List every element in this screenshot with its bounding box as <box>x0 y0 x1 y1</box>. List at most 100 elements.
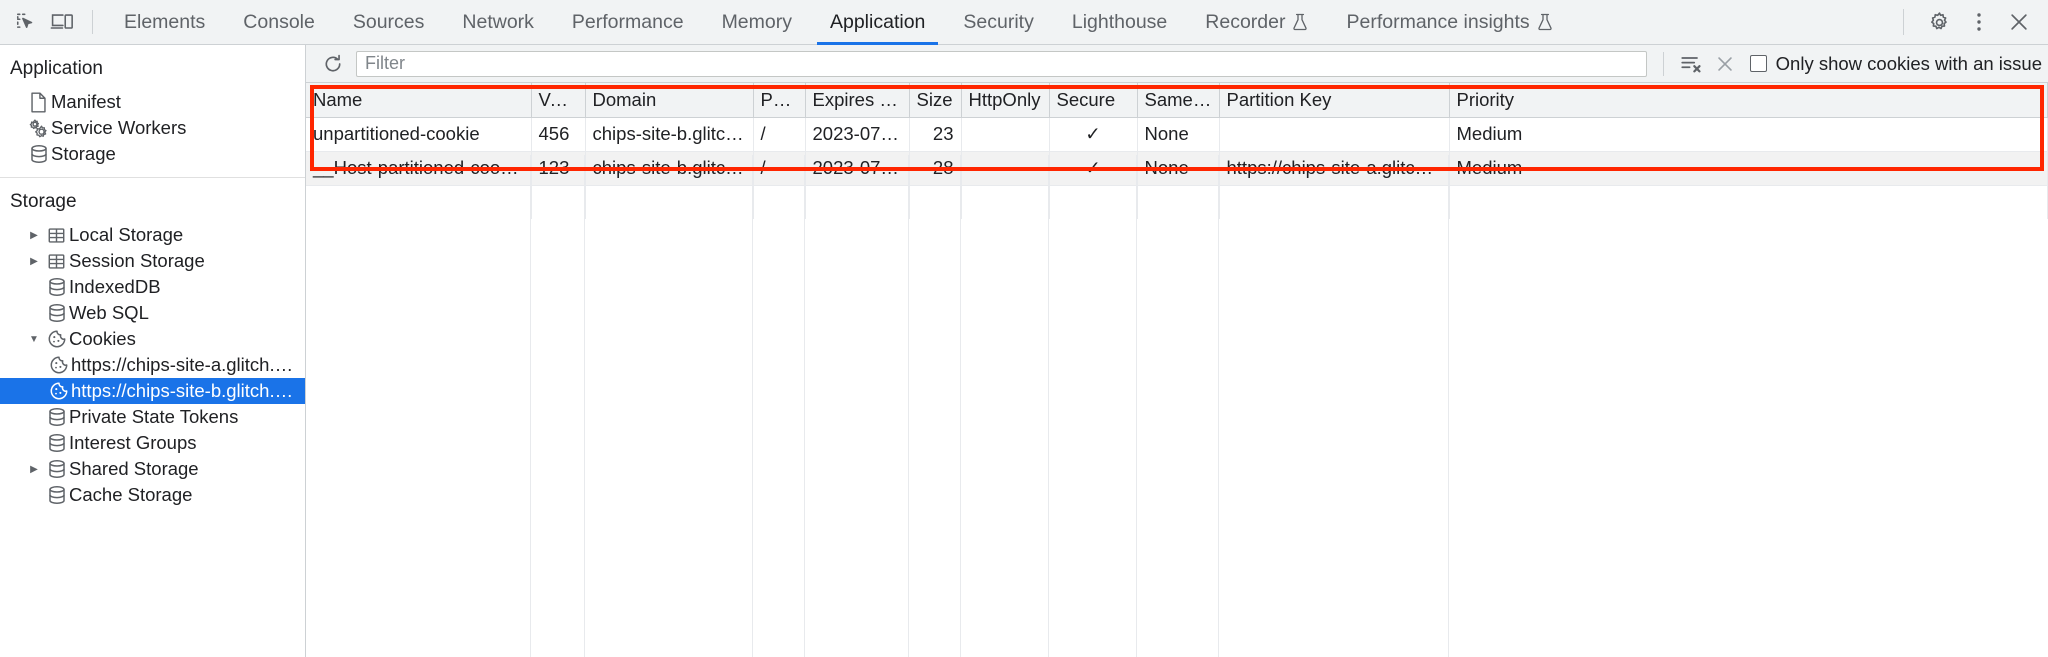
inspect-element-icon[interactable] <box>8 5 44 39</box>
only-show-issues-label[interactable]: Only show cookies with an issue <box>1775 52 2042 74</box>
chevron-right-icon[interactable]: ▶ <box>30 255 38 267</box>
cookies-table-container: Name Value Domain Path Expires / M… Size… <box>306 83 2048 657</box>
sidebar-section-title-storage: Storage <box>10 191 77 212</box>
tab-label: Lighthouse <box>1071 10 1168 33</box>
table-row[interactable]: unpartitioned-cookie 456 chips-site-b.gl… <box>306 117 2048 152</box>
cell-value: 456 <box>531 117 586 152</box>
tab-memory[interactable]: Memory <box>703 0 811 45</box>
chevron-right-icon[interactable]: ▶ <box>30 463 38 475</box>
cell-name: unpartitioned-cookie <box>306 117 532 152</box>
column-header-expires[interactable]: Expires / M… <box>805 83 910 118</box>
column-header-domain[interactable]: Domain <box>585 83 754 118</box>
tab-recorder[interactable]: Recorder <box>1186 0 1327 45</box>
cookie-icon <box>46 381 71 401</box>
tab-elements[interactable]: Elements <box>105 0 224 45</box>
tab-label: Memory <box>721 10 792 33</box>
table-icon <box>44 252 69 271</box>
panel-tabs: Elements Console Sources Network Perform… <box>105 0 1572 45</box>
sidebar-item-label: IndexedDB <box>69 276 161 297</box>
cell-path: / <box>753 117 806 152</box>
toolbar-divider <box>1903 9 1904 35</box>
database-icon <box>44 277 69 297</box>
cookie-icon <box>44 329 69 349</box>
sidebar-item-label: Session Storage <box>69 250 205 271</box>
clear-filtered-cookies-icon[interactable] <box>1674 48 1708 80</box>
chevron-right-icon[interactable]: ▶ <box>30 229 38 241</box>
sidebar-item-interest-groups[interactable]: Interest Groups <box>0 430 305 456</box>
column-header-samesite[interactable]: SameSite <box>1137 83 1220 118</box>
table-icon <box>44 226 69 245</box>
sidebar-item-session-storage[interactable]: ▶ Session Storage <box>0 248 305 274</box>
gears-icon <box>26 118 51 139</box>
sidebar-item-label: Cookies <box>69 328 136 349</box>
tab-security[interactable]: Security <box>944 0 1052 45</box>
table-empty-area <box>306 155 2048 657</box>
sidebar-item-cookies-chips-site-a[interactable]: https://chips-site-a.glitch.me <box>0 352 305 378</box>
clear-all-cookies-icon[interactable] <box>1708 48 1742 80</box>
sidebar-item-service-workers[interactable]: Service Workers <box>0 115 305 141</box>
cookies-panel: Only show cookies with an issue Name Val… <box>306 45 2048 657</box>
tab-console[interactable]: Console <box>224 0 334 45</box>
sidebar-item-label: Private State Tokens <box>69 406 239 427</box>
sidebar-item-label: Manifest <box>51 91 121 112</box>
tab-sources[interactable]: Sources <box>334 0 444 45</box>
column-header-size[interactable]: Size <box>909 83 962 118</box>
column-header-httponly[interactable]: HttpOnly <box>961 83 1050 118</box>
settings-gear-icon[interactable] <box>1920 3 1958 41</box>
only-show-issues-control[interactable]: Only show cookies with an issue <box>1749 52 2042 75</box>
cell-expires: 2023-07-07… <box>805 117 910 152</box>
sidebar-item-cookies[interactable]: ▼ Cookies <box>0 326 305 352</box>
sidebar-item-indexeddb[interactable]: IndexedDB <box>0 274 305 300</box>
document-icon <box>26 91 51 113</box>
sidebar-item-storage[interactable]: Storage <box>0 141 305 167</box>
experiment-flask-icon <box>1292 13 1308 31</box>
sidebar-item-local-storage[interactable]: ▶ Local Storage <box>0 222 305 248</box>
tab-application[interactable]: Application <box>811 0 944 45</box>
sidebar-item-shared-storage[interactable]: ▶ Shared Storage <box>0 456 305 482</box>
only-show-issues-checkbox[interactable] <box>1749 55 1767 72</box>
sidebar-item-private-state-tokens[interactable]: Private State Tokens <box>0 404 305 430</box>
tab-label: Security <box>963 10 1034 33</box>
cell-priority: Medium <box>1449 117 2048 152</box>
sidebar-item-label: Web SQL <box>69 302 149 323</box>
close-icon[interactable] <box>2000 3 2038 41</box>
column-header-path[interactable]: Path <box>753 83 806 118</box>
cell-size: 23 <box>909 117 962 152</box>
cell-partition-key <box>1219 117 1450 152</box>
sidebar-item-manifest[interactable]: Manifest <box>0 89 305 115</box>
database-icon <box>44 459 69 479</box>
experiment-flask-icon <box>1537 13 1553 31</box>
more-options-icon[interactable] <box>1960 3 1998 41</box>
sidebar-section-application: Application Manifest <box>0 45 305 178</box>
column-header-priority[interactable]: Priority <box>1449 83 2048 118</box>
tab-label: Elements <box>124 10 206 33</box>
cell-secure: ✓ <box>1049 117 1138 152</box>
column-header-partition-key[interactable]: Partition Key <box>1219 83 1450 118</box>
sidebar-item-label: Cache Storage <box>69 484 193 505</box>
chevron-down-icon[interactable]: ▼ <box>29 333 39 345</box>
devtools-body: Application Manifest <box>0 45 2048 657</box>
tab-label: Performance <box>571 10 684 33</box>
devtools-tabbar: Elements Console Sources Network Perform… <box>0 0 2048 45</box>
tab-label: Recorder <box>1205 10 1286 33</box>
column-header-name[interactable]: Name <box>306 83 532 118</box>
sidebar-item-label: Service Workers <box>51 117 187 138</box>
refresh-icon[interactable] <box>316 48 350 80</box>
database-icon <box>44 303 69 323</box>
tab-performance[interactable]: Performance <box>553 0 703 45</box>
tab-label: Console <box>243 10 315 33</box>
tab-network[interactable]: Network <box>443 0 553 45</box>
column-header-secure[interactable]: Secure <box>1049 83 1138 118</box>
filter-input[interactable] <box>356 50 1647 77</box>
column-header-value[interactable]: Value <box>531 83 586 118</box>
cookies-table-header-row: Name Value Domain Path Expires / M… Size… <box>306 83 2048 118</box>
tab-performance-insights[interactable]: Performance insights <box>1327 0 1571 45</box>
cell-samesite: None <box>1137 117 1220 152</box>
sidebar-item-web-sql[interactable]: Web SQL <box>0 300 305 326</box>
device-toolbar-icon[interactable] <box>44 5 80 39</box>
tab-lighthouse[interactable]: Lighthouse <box>1053 0 1186 45</box>
sidebar-item-cache-storage[interactable]: Cache Storage <box>0 482 305 508</box>
sidebar-item-cookies-chips-site-b[interactable]: https://chips-site-b.glitch.me <box>0 378 305 404</box>
cookie-icon <box>46 355 71 375</box>
